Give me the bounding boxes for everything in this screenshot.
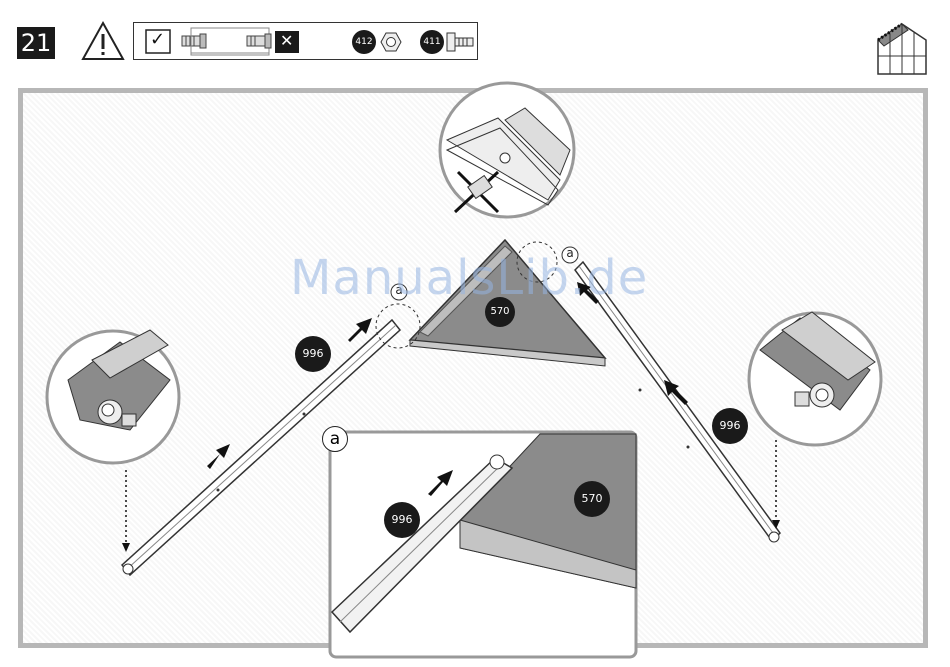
part-996-left-badge: 996 <box>295 336 331 372</box>
detail-a-box <box>330 432 636 657</box>
detail-circle-left <box>47 330 179 463</box>
detail-a-label: a <box>322 426 348 452</box>
watermark: ManualsLib.de <box>290 250 648 306</box>
detail-circle-right <box>749 312 881 445</box>
detail-a-part-570-badge: 570 <box>574 481 610 517</box>
detail-circle-top <box>440 83 574 217</box>
detail-a-part-996-badge: 996 <box>384 502 420 538</box>
part-996-right-badge: 996 <box>712 408 748 444</box>
